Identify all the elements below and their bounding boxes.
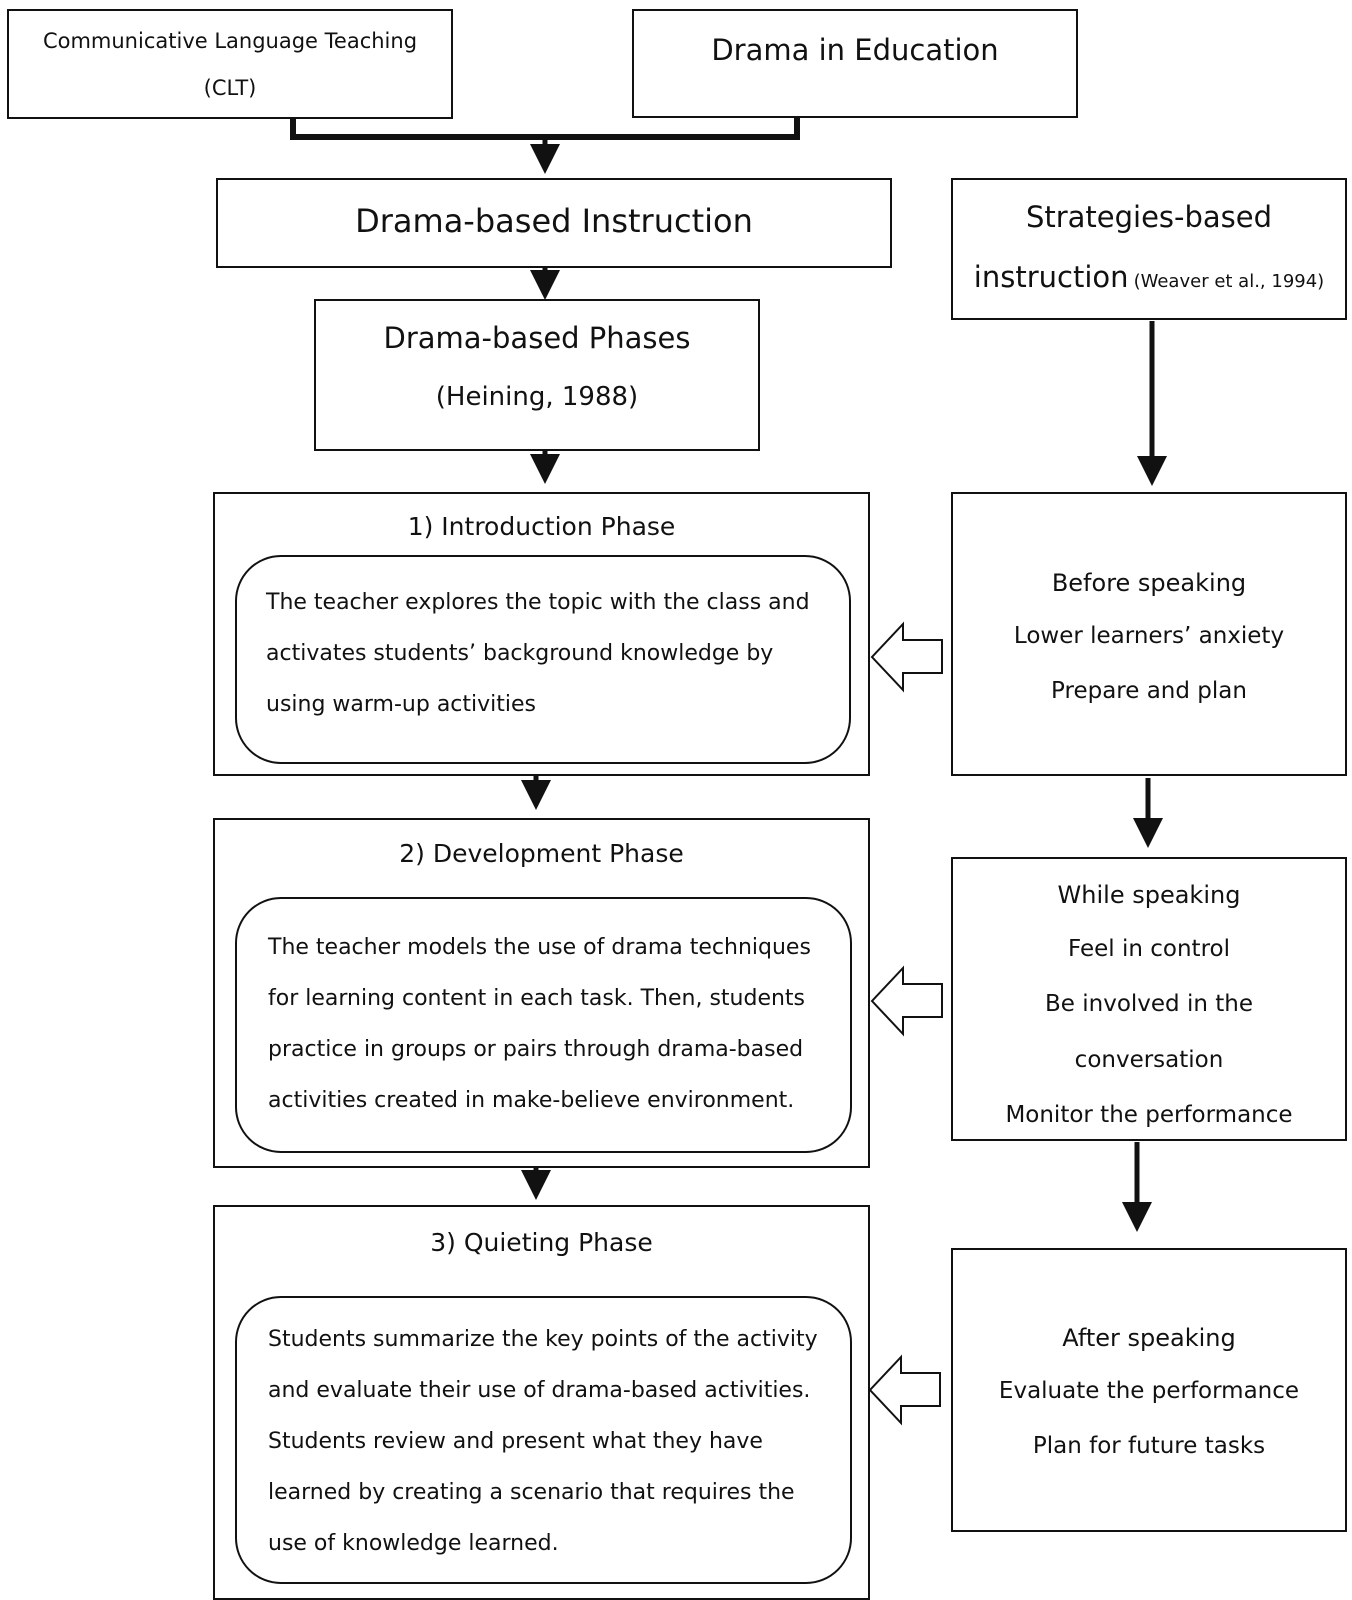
phase1-description-box: The teacher explores the topic with the … bbox=[235, 555, 851, 764]
phases-citation: (Heining, 1988) bbox=[435, 382, 639, 412]
phase2-box: 2) Development Phase The teacher models … bbox=[213, 818, 870, 1168]
before-speaking-box: Before speaking Lower learners’ anxiety … bbox=[951, 492, 1347, 776]
drama-education-title: Drama in Education bbox=[711, 33, 999, 67]
while-speaking-item: Feel in control bbox=[1068, 936, 1230, 962]
drama-education-box: Drama in Education bbox=[632, 9, 1078, 118]
after-speaking-item: Evaluate the performance bbox=[998, 1378, 1300, 1404]
phase1-title: 1) Introduction Phase bbox=[407, 512, 676, 541]
phase1-description: The teacher explores the topic with the … bbox=[266, 577, 826, 730]
while-speaking-box: While speaking Feel in control Be involv… bbox=[951, 857, 1347, 1141]
phase2-description-box: The teacher models the use of drama tech… bbox=[235, 897, 852, 1153]
strategies-citation: (Weaver et al., 1994) bbox=[1133, 271, 1325, 292]
phase3-line: learned by creating a scenario that requ… bbox=[268, 1480, 795, 1505]
after-speaking-box: After speaking Evaluate the performance … bbox=[951, 1248, 1347, 1532]
phase2-line: for learning content in each task. Then,… bbox=[268, 986, 806, 1011]
clt-abbrev: (CLT) bbox=[203, 76, 257, 100]
phase3-description: Students summarize the key points of the… bbox=[268, 1314, 824, 1569]
phase3-box: 3) Quieting Phase Students summarize the… bbox=[213, 1205, 870, 1600]
while-speaking-title: While speaking bbox=[1057, 881, 1241, 909]
phase3-line: Students summarize the key points of the… bbox=[268, 1327, 818, 1352]
phase2-title: 2) Development Phase bbox=[399, 839, 684, 868]
phases-box: Drama-based Phases (Heining, 1988) bbox=[314, 299, 760, 451]
strategies-title-line1: Strategies-based bbox=[1025, 200, 1273, 234]
phase2-line: The teacher models the use of drama tech… bbox=[268, 935, 811, 960]
phase2-line: practice in groups or pairs through dram… bbox=[268, 1037, 804, 1062]
while-speaking-item: conversation bbox=[1074, 1047, 1224, 1073]
phase3-line: Students review and present what they ha… bbox=[268, 1429, 763, 1454]
strategies-box: Strategies-based instruction (Weaver et … bbox=[951, 178, 1347, 320]
phase1-box: 1) Introduction Phase The teacher explor… bbox=[213, 492, 870, 776]
while-speaking-item: Be involved in the bbox=[1045, 991, 1253, 1017]
merge-bracket bbox=[290, 118, 800, 140]
after-speaking-title: After speaking bbox=[1062, 1324, 1236, 1352]
while-speaking-item: Monitor the performance bbox=[1005, 1102, 1293, 1128]
phase2-description: The teacher models the use of drama tech… bbox=[268, 922, 824, 1126]
strategies-title-line2-wrap: instruction (Weaver et al., 1994) bbox=[953, 260, 1345, 294]
hollow-arrow-before bbox=[870, 621, 943, 693]
phase1-line: The teacher explores the topic with the … bbox=[266, 590, 810, 615]
before-speaking-item: Prepare and plan bbox=[1051, 678, 1247, 704]
phase1-line: activates students’ background knowledge… bbox=[266, 641, 774, 666]
clt-box: Communicative Language Teaching (CLT) bbox=[7, 9, 453, 119]
hollow-arrow-while bbox=[870, 965, 943, 1037]
phase3-line: and evaluate their use of drama-based ac… bbox=[268, 1378, 811, 1403]
phase3-title: 3) Quieting Phase bbox=[430, 1228, 653, 1257]
dbi-box: Drama-based Instruction bbox=[216, 178, 892, 268]
phase3-line: use of knowledge learned. bbox=[268, 1531, 559, 1556]
strategies-title-line2: instruction bbox=[973, 260, 1129, 294]
before-speaking-item: Lower learners’ anxiety bbox=[1013, 623, 1285, 649]
phase1-line: using warm-up activities bbox=[266, 692, 537, 717]
hollow-arrow-after bbox=[868, 1354, 941, 1426]
after-speaking-item: Plan for future tasks bbox=[1032, 1433, 1266, 1459]
clt-title: Communicative Language Teaching bbox=[42, 29, 418, 53]
phases-title: Drama-based Phases bbox=[383, 321, 691, 355]
before-speaking-title: Before speaking bbox=[1051, 569, 1247, 597]
dbi-title: Drama-based Instruction bbox=[355, 202, 753, 240]
phase2-line: activities created in make-believe envir… bbox=[268, 1088, 795, 1113]
phase3-description-box: Students summarize the key points of the… bbox=[235, 1296, 852, 1584]
